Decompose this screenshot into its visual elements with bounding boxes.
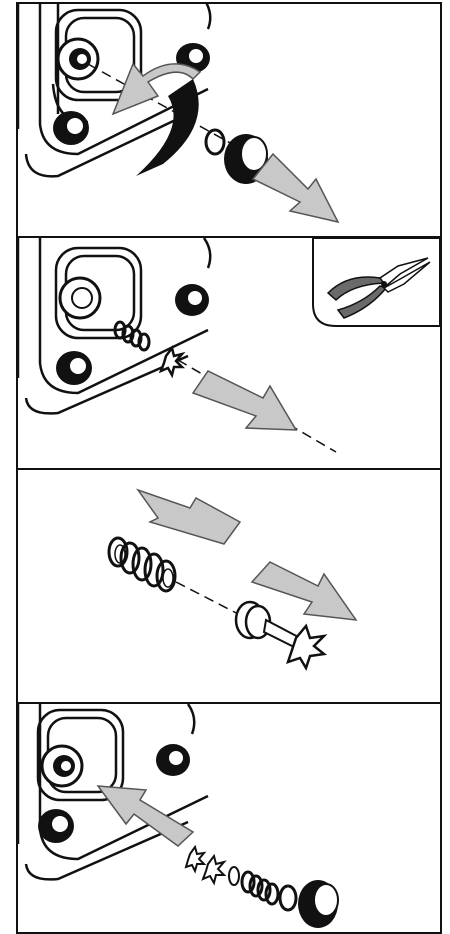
insert-arrow-icon [98, 786, 193, 846]
step-4-panel [16, 702, 442, 934]
rotate-arrow-icon [113, 64, 200, 176]
pull-out-arrow-icon [193, 371, 296, 430]
step-1-illustration [18, 4, 440, 236]
step-2-panel [16, 236, 442, 470]
step-1-panel [16, 2, 442, 238]
valve-star [186, 847, 204, 871]
valve-port [60, 278, 100, 318]
spring [115, 322, 149, 350]
knob-upper-right [175, 284, 209, 316]
o-ring [206, 130, 224, 154]
knob-lower-left [38, 809, 74, 843]
spring [242, 872, 278, 904]
axis-line [176, 582, 246, 618]
valve-body [203, 856, 239, 885]
knob-lower-left [56, 351, 92, 385]
valve-star [288, 626, 324, 668]
step-3-panel [16, 468, 442, 704]
tool-inset [313, 238, 440, 326]
cap [298, 880, 338, 928]
knob-lower-left [53, 111, 89, 145]
o-ring [280, 886, 296, 910]
valve-port [42, 746, 82, 786]
pull-out-arrow-icon [253, 154, 338, 222]
move-back-arrow-icon [138, 490, 240, 544]
step-4-illustration [18, 704, 440, 932]
step-3-illustration [18, 470, 440, 702]
spring [109, 538, 175, 591]
step-2-illustration [18, 238, 440, 468]
valve-port [58, 39, 98, 79]
knob-upper-right [156, 744, 190, 776]
machine-body [18, 238, 210, 413]
